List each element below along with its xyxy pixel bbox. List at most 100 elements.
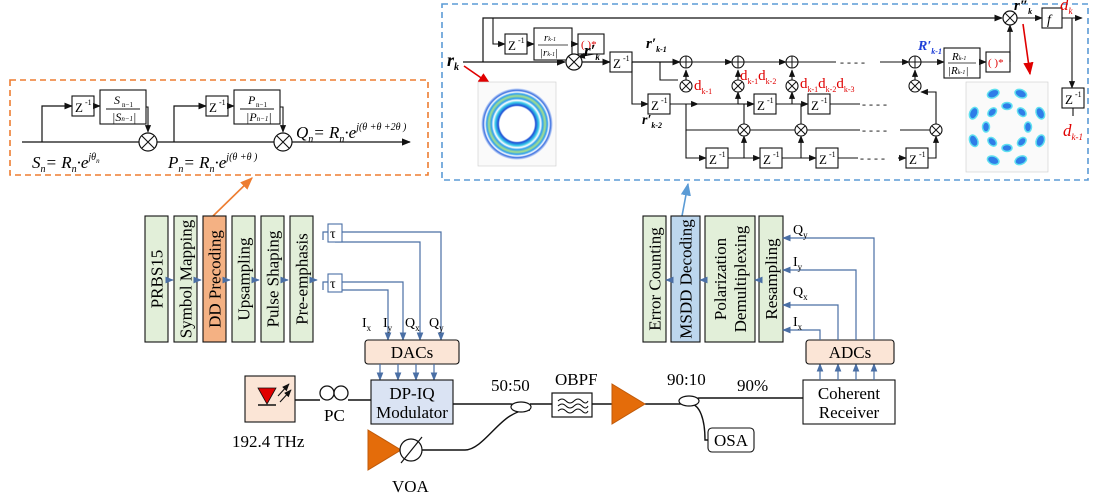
constellation-point — [1001, 143, 1013, 153]
p-equation: Pn= Rn·ej(θ +θ ) — [167, 152, 258, 175]
tx-ix-label: Ix — [362, 316, 372, 333]
msdd-adder-chain: - - - - — [679, 55, 945, 69]
tx-block-3: Upsampling — [231, 215, 256, 343]
tx-routing — [165, 231, 445, 341]
msdd-delay-6-sup: -1 — [773, 150, 780, 159]
constellation-point — [986, 88, 1000, 99]
percent-label: 90% — [737, 376, 768, 395]
msdd-rprime-label: r′k — [584, 41, 600, 62]
modulator-label-2: Modulator — [376, 403, 448, 422]
tx-block-label-3: Upsampling — [235, 237, 254, 321]
rx-block-3: Resampling — [758, 215, 784, 343]
dacs-label: DACs — [391, 343, 434, 362]
msdd-dk1-label: dk-1 — [694, 78, 712, 96]
msdd-normalize-top-num: rk-1 — [544, 32, 556, 44]
tx-block-1: Symbol Mapping — [173, 215, 198, 343]
msdd-rdprime-label: r″k — [1014, 0, 1032, 16]
tx-block-label-2: DD Precoding — [206, 230, 225, 328]
msdd-delay-3-label: Z — [757, 98, 765, 113]
delay-box-tau-2 — [327, 273, 343, 293]
attenuator-icon — [399, 436, 423, 464]
delay-tau-1-label: τ — [330, 227, 336, 242]
precoder-border — [9, 79, 429, 176]
msdd-border — [441, 3, 1089, 181]
precoder-normalize-1 — [99, 89, 147, 125]
msdd-delay-main-label: Z — [613, 56, 621, 71]
precoder-normalize-1-num-sub: n−1 — [122, 101, 133, 109]
rx-block-label-3: Resampling — [762, 238, 781, 320]
msdd-Rprime-label: R′k-1 — [917, 39, 942, 56]
delay-tau-2-label: τ — [330, 277, 336, 292]
receiver-to-adc-lines — [816, 363, 878, 380]
msdd-delay-8-sup: -1 — [919, 150, 926, 159]
adcs-label: ADCs — [829, 343, 872, 362]
coupler-50-50 — [510, 401, 532, 413]
msdd-normalize-out-num: Rk-1 — [951, 51, 966, 63]
constellation-8psk-icon — [965, 81, 1049, 173]
pc-label: PC — [324, 406, 345, 425]
q-equation: Qn= Rn·ej(θ +θ +2θ ) — [296, 122, 407, 145]
precoder-delay-2-label: Z — [209, 100, 217, 115]
msdd-delay-5-sup: -1 — [719, 150, 726, 159]
tx-qy-label: Qy — [429, 316, 444, 333]
constellation-point — [1014, 155, 1028, 166]
msdd-panel: rk Z -1 rk-1 |rk-1| ( )* r′k Z -1 r′k-1 — [441, 0, 1089, 181]
precoder-normalize-2 — [233, 89, 281, 125]
constellation-point — [1035, 106, 1046, 120]
rx-block-1: MSDD Decoding — [670, 215, 701, 343]
precoder-normalize-2-num: P — [247, 93, 256, 107]
constellation-point — [1016, 136, 1027, 147]
tx-block-label-5: Pre-emphasis — [293, 233, 312, 325]
msdd-delay-main-sup: -1 — [623, 54, 630, 63]
tx-qx-label: Qx — [405, 316, 420, 333]
tx-block-label-0: PRBS15 — [148, 250, 167, 309]
msdd-delay-dots-1: - - - - — [862, 97, 887, 111]
rx-block-label-2-1: Demultiplexing — [731, 225, 750, 332]
dac-to-mod-lines — [376, 364, 438, 381]
s-equation: Sn= Rn·ejθn — [32, 152, 100, 175]
msdd-delay-7-sup: -1 — [829, 150, 836, 159]
msdd-delay-2-label: Z — [651, 98, 659, 113]
modulator-block — [370, 379, 454, 425]
tx-block-0: PRBS15 — [144, 215, 169, 343]
msdd-delay-6-label: Z — [763, 152, 771, 167]
dacs-block — [364, 339, 460, 365]
tx-iy-label: Iy — [383, 316, 393, 333]
msdd-delay-4-sup: -1 — [821, 96, 828, 105]
adcs-block — [805, 339, 895, 365]
msdd-delay-8-label: Z — [909, 152, 917, 167]
constellation-point — [1035, 134, 1046, 148]
constellation-point — [981, 121, 991, 133]
laser-icon — [244, 375, 296, 423]
rx-ix-label: Ix — [793, 315, 803, 332]
rx-iy-label: Iy — [793, 255, 803, 272]
msdd-delay-top-label: Z — [508, 38, 516, 53]
msdd-adder-dots: - - - - — [840, 55, 865, 69]
msdd-mult-dots: - - - - — [862, 123, 887, 137]
precoder-panel: Z -1 S n−1 |Sn−1| Z -1 P n−1 |Pn−1| Sn= … — [9, 79, 429, 176]
coherent-receiver-block — [802, 379, 896, 425]
msdd-dk123-label: dk-1dk-2dk-3 — [800, 76, 855, 94]
msdd-delay-5-label: Z — [709, 152, 717, 167]
tx-dsp-chain: PRBS15 Symbol Mapping DD Precoding Upsampli… — [144, 215, 314, 343]
rx-qx-label: Qx — [793, 285, 808, 302]
constellation-point — [1016, 107, 1027, 118]
msdd-conjugate-top — [577, 33, 605, 55]
msdd-delay-top-sup: -1 — [518, 36, 525, 45]
msdd-dk1dk2-label: dk-1dk-2 — [740, 68, 776, 86]
msdd-rprime-km2-label: r′k-2 — [642, 113, 662, 130]
precoder-delay-1-sup: -1 — [85, 98, 92, 107]
receiver-label-2: Receiver — [819, 403, 880, 422]
msdd-conjugate-top-label: ( )* — [581, 39, 597, 51]
constellation-point — [986, 155, 1000, 166]
msdd-delay-2-sup: -1 — [661, 96, 668, 105]
delay-box-tau-1 — [327, 223, 343, 243]
rx-block-0: Error Counting — [642, 215, 667, 343]
precoder-delay-1-label: Z — [75, 100, 83, 115]
coupler2-label: 90:10 — [667, 370, 706, 389]
msdd-delay-4-label: Z — [811, 98, 819, 113]
tx-block-2: DD Precoding — [202, 215, 227, 343]
msdd-delay-output-label: Z — [1065, 92, 1073, 107]
